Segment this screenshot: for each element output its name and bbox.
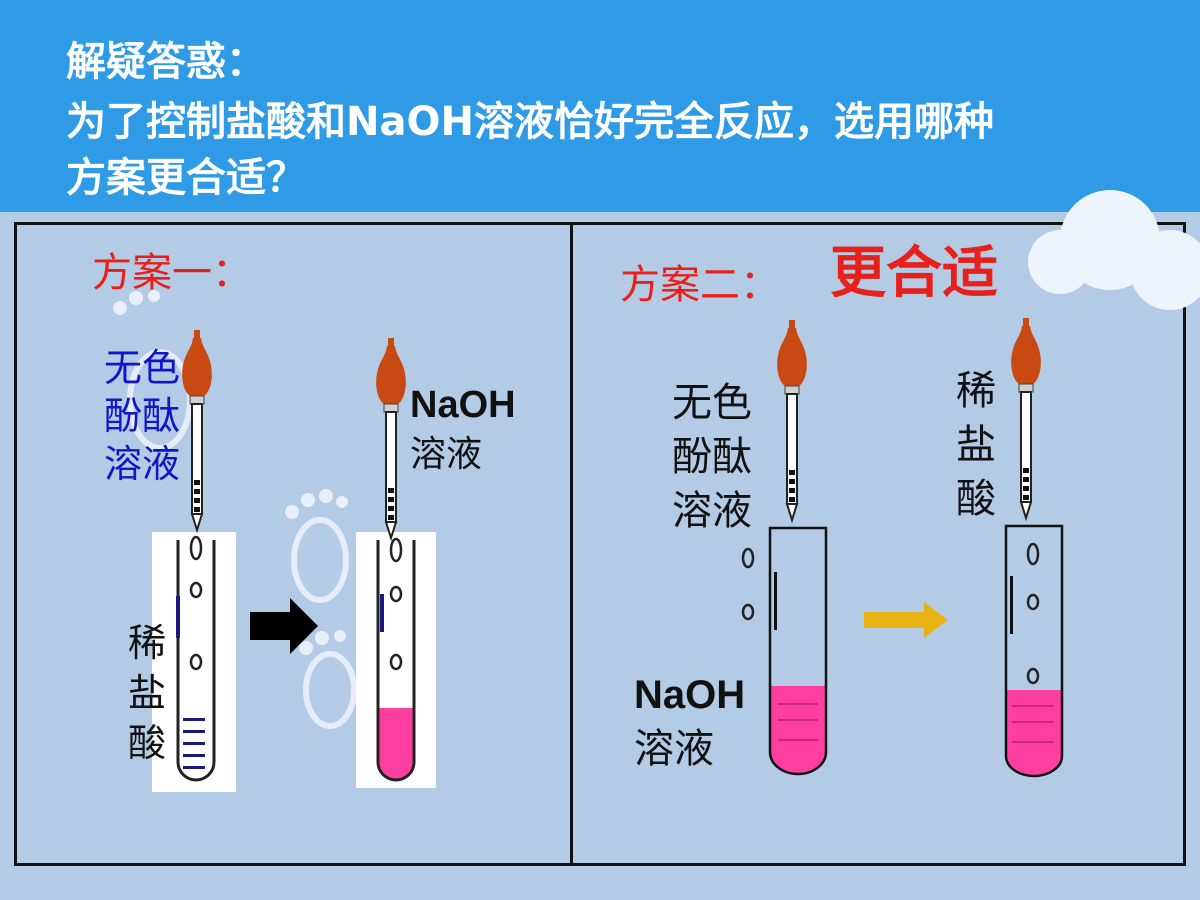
test-tube-icon [768, 526, 828, 776]
arrow-right-icon [250, 598, 318, 654]
plan-1-tube-label: 稀 盐 酸 [128, 621, 167, 765]
question-line-1: 为了控制盐酸和NaOH溶液恰好完全反应，选用哪种 [66, 99, 994, 145]
plan-1-title: 方案一： [92, 250, 252, 296]
plan-2-verdict: 更合适 [830, 240, 998, 306]
question-line-2: 方案更合适？ [66, 155, 306, 201]
plans-divider [570, 222, 573, 866]
plan-1-dropper-2-label: NaOH 溶液 [410, 384, 516, 475]
plans-frame [14, 222, 1186, 866]
test-tube-icon [376, 540, 416, 782]
plan-2-dropper-2-label: 稀 盐 酸 [956, 368, 996, 522]
arrow-right-icon [864, 602, 948, 638]
header-banner: 解疑答惑： 为了控制盐酸和NaOH溶液恰好完全反应，选用哪种 方案更合适？ [0, 0, 1200, 212]
test-tube-icon [1004, 524, 1064, 778]
plan-2-tube-label: NaOH 溶液 [634, 673, 746, 772]
tube-1-backing [152, 532, 236, 792]
plan-2-dropper-1-label: 无色 酚酞 溶液 [672, 380, 752, 534]
slide-title: 解疑答惑： [66, 39, 266, 85]
plan-2-title: 方案二： [620, 262, 780, 308]
test-tube-icon [176, 540, 216, 782]
cloud-decoration [1028, 190, 1200, 310]
plan-1-dropper-1-label: 无色 酚酞 溶液 [104, 346, 181, 486]
